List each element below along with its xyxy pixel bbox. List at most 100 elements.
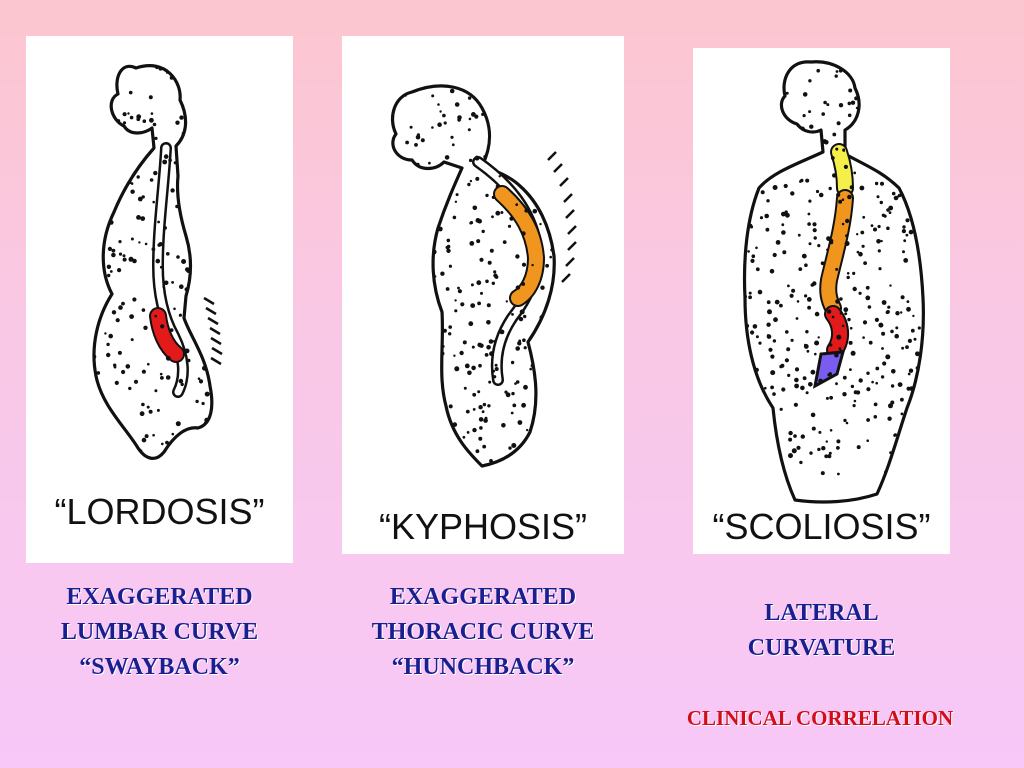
stipple-dot [226,197,228,199]
stipple-dot [826,309,832,314]
stipple-dot [371,187,375,191]
stipple-dot [733,450,736,453]
stipple-dot [488,380,492,384]
stipple-dot [505,147,510,152]
stipple-dot [926,331,931,336]
stipple-dot [56,101,60,105]
stipple-dot [232,324,235,327]
stipple-dot [29,95,32,98]
stipple-dot [592,232,596,236]
stipple-dot [255,468,258,471]
stipple-dot [888,76,892,80]
stipple-dot [394,324,398,328]
stipple-dot [498,175,501,178]
stipple-dot [225,43,228,46]
stipple-dot [924,198,927,201]
stipple-dot [378,324,382,328]
stipple-dot [718,256,722,260]
stipple-dot [836,446,840,450]
stipple-dot [116,474,119,477]
stipple-dot [707,375,710,378]
stipple-dot [797,233,801,237]
stipple-dot [204,391,210,397]
stipple-dot [419,320,423,323]
stipple-dot [345,122,350,127]
stipple-dot [79,211,82,214]
stipple-dot [37,38,41,42]
stipple-dot [165,375,171,380]
stipple-dot [811,426,816,431]
stipple-dot [270,158,275,163]
stipple-dot [583,278,588,283]
stipple-dot [28,171,31,174]
stipple-dot [855,106,859,110]
stipple-dot [608,239,611,242]
stipple-dot [76,241,79,244]
stipple-dot [784,358,789,363]
stipple-dot [231,201,235,205]
stipple-dot [414,202,420,208]
stipple-dot [736,116,741,121]
stipple-dot [603,301,606,304]
stipple-dot [279,98,284,103]
stipple-dot [80,417,83,420]
stipple-dot [281,164,285,168]
stipple-dot [930,388,934,392]
stipple-dot [796,300,800,303]
stipple-dot [798,267,803,271]
stipple-dot [258,118,263,123]
stipple-dot [586,426,591,431]
stipple-dot [347,119,351,123]
panel-label-kyphosis: “KYPHOSIS” [378,506,588,547]
stipple-dot [866,439,869,443]
stipple-dot [767,309,772,315]
stipple-dot [697,180,701,184]
stipple-dot [576,218,579,221]
stipple-dot [565,327,570,332]
stipple-dot [426,251,431,256]
stipple-dot [877,224,881,229]
stipple-dot [580,249,584,253]
stipple-dot [453,354,456,357]
stipple-dot [111,252,116,258]
stipple-dot [50,225,54,229]
stipple-dot [373,349,376,352]
stipple-dot [264,411,268,415]
stipple-dot [439,470,443,474]
stipple-dot [46,65,50,69]
stipple-dot [919,102,924,107]
stipple-dot [907,338,912,343]
stipple-dot [890,400,895,405]
stipple-dot [705,154,708,157]
stipple-dot [511,391,515,396]
stipple-dot [481,65,486,70]
stipple-dot [540,285,545,290]
stipple-dot [367,115,372,120]
stipple-dot [35,85,38,88]
stipple-dot [876,195,880,199]
stipple-dot [727,420,731,424]
stipple-dot [73,414,77,418]
stipple-dot [171,432,175,436]
stipple-dot [863,261,867,265]
stipple-dot [254,349,257,352]
stipple-dot [473,52,477,56]
stipple-dot [714,174,717,177]
stipple-dot [255,255,260,260]
stipple-dot [517,457,520,461]
stipple-dot [580,468,583,471]
stipple-dot [355,269,359,273]
stipple-dot [477,342,482,348]
stipple-dot [479,92,484,97]
stipple-dot [416,58,419,61]
stipple-dot [370,131,374,135]
stipple-dot [29,38,32,41]
stipple-dot [360,330,362,332]
stipple-dot [159,265,163,269]
stipple-dot [828,55,831,58]
stipple-dot [766,300,771,305]
stipple-dot [941,442,944,445]
stipple-dot [514,382,517,385]
stipple-dot [472,427,477,433]
stipple-dot [76,303,79,306]
